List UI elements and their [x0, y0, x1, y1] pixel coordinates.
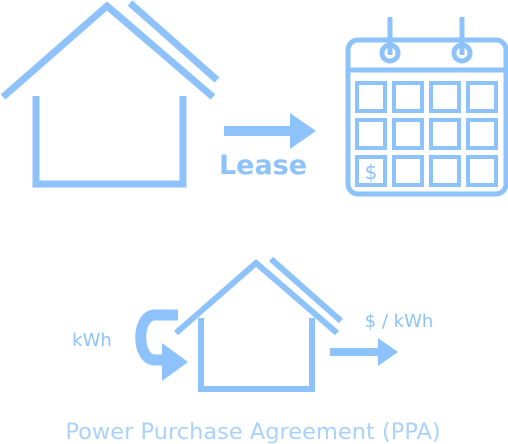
arrow-shaft — [224, 126, 292, 136]
arrow-head — [378, 338, 398, 366]
house-icon — [0, 0, 220, 188]
price-per-kwh-label: $ / kWh — [365, 311, 434, 332]
house-roof-eave — [269, 256, 343, 324]
house-walls — [32, 96, 187, 188]
calendar-cell — [429, 81, 461, 113]
calendar-cell — [392, 155, 424, 187]
calendar-cell — [429, 118, 461, 150]
ppa-caption: Power Purchase Agreement (PPA) — [65, 419, 440, 444]
arrow-shaft — [330, 348, 380, 356]
calendar-cell — [392, 81, 424, 113]
calendar-grid — [355, 81, 498, 187]
dollar-icon: $ — [365, 160, 378, 184]
calendar-cell — [392, 118, 424, 150]
calendar-cell — [466, 81, 498, 113]
calendar-frame — [345, 37, 508, 197]
calendar-cell — [466, 118, 498, 150]
curved-arrow-head — [162, 343, 188, 381]
arrow-right-icon — [330, 338, 398, 366]
house-icon — [174, 256, 343, 392]
curved-arrow-icon — [135, 309, 188, 381]
house-roof — [0, 1, 216, 100]
house-roof — [174, 259, 339, 336]
calendar-cell — [355, 118, 387, 150]
calendar-cell — [429, 155, 461, 187]
house-walls — [198, 318, 315, 392]
arrow-head — [290, 113, 316, 149]
house-roof-eave — [127, 0, 220, 83]
calendar-cell-dollar — [355, 155, 387, 187]
lease-label: Lease — [219, 150, 307, 181]
kwh-label: kWh — [72, 330, 112, 351]
calendar-icon — [345, 17, 508, 197]
arrow-right-icon — [224, 113, 316, 149]
curved-arrow-shaft — [135, 309, 178, 366]
calendar-cell — [466, 155, 498, 187]
calendar-cell — [355, 81, 387, 113]
